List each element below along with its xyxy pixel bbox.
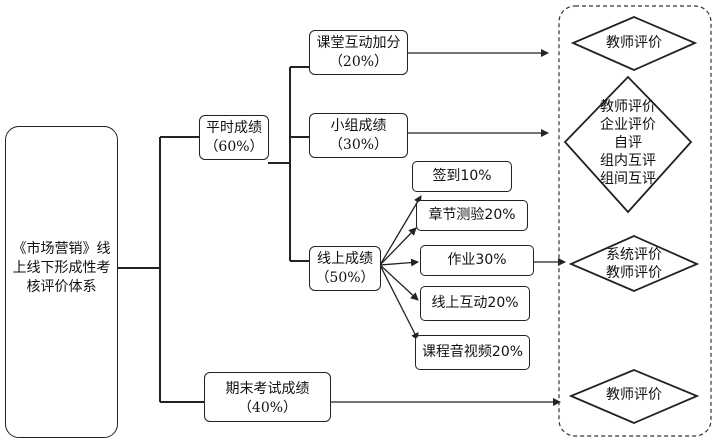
online-item-quiz-label: 章节测验20% <box>428 207 516 223</box>
evaluator-online-1: 系统评价 <box>606 247 662 263</box>
final-exam-label: 期末考试成绩 <box>225 381 310 397</box>
regular-grade-node <box>199 115 269 160</box>
online-grade-weight: （50%） <box>315 270 375 286</box>
online-item-checkin <box>412 161 512 192</box>
final-exam-weight: （40%） <box>237 400 298 416</box>
final-exam-node <box>204 372 331 422</box>
root-line-2: 上线下形成性考 <box>12 260 111 276</box>
evaluator-group-2: 企业评价 <box>600 117 656 133</box>
online-item-interaction <box>420 286 530 321</box>
regular-grade-label: 平时成绩 <box>206 120 262 136</box>
classroom-label: 课堂互动加分 <box>316 35 401 51</box>
group-grade-weight: （30%） <box>328 137 389 153</box>
online-item-homework-label: 作业30% <box>447 252 507 268</box>
online-item-interaction-label: 线上互动20% <box>431 295 519 311</box>
group-grade-label: 小组成绩 <box>330 118 387 134</box>
root-node <box>5 126 118 438</box>
evaluator-final: 教师评价 <box>606 387 662 403</box>
online-item-quiz <box>416 200 528 231</box>
evaluator-group-4: 组内互评 <box>600 153 656 169</box>
evaluator-group-1: 教师评价 <box>600 99 656 115</box>
online-item-video-label: 课程音视频20% <box>421 344 524 360</box>
regular-grade-weight: （60%） <box>204 139 264 155</box>
evaluator-group-3: 自评 <box>614 135 642 151</box>
evaluator-group-5: 组间互评 <box>600 171 656 187</box>
online-item-homework <box>420 245 534 276</box>
evaluator-online-2: 教师评价 <box>606 265 662 281</box>
group-grade-node <box>309 113 408 158</box>
online-item-checkin-label: 签到10% <box>432 168 492 184</box>
root-line-1: 《市场营销》线 <box>12 241 111 257</box>
online-grade-node <box>309 246 381 291</box>
online-grade-label: 线上成绩 <box>317 251 373 267</box>
classroom-weight: （20%） <box>328 54 389 70</box>
classroom-node <box>309 30 408 75</box>
root-line-3: 核评价体系 <box>26 279 97 295</box>
online-item-video <box>415 335 530 370</box>
evaluator-classroom: 教师评价 <box>606 35 662 51</box>
